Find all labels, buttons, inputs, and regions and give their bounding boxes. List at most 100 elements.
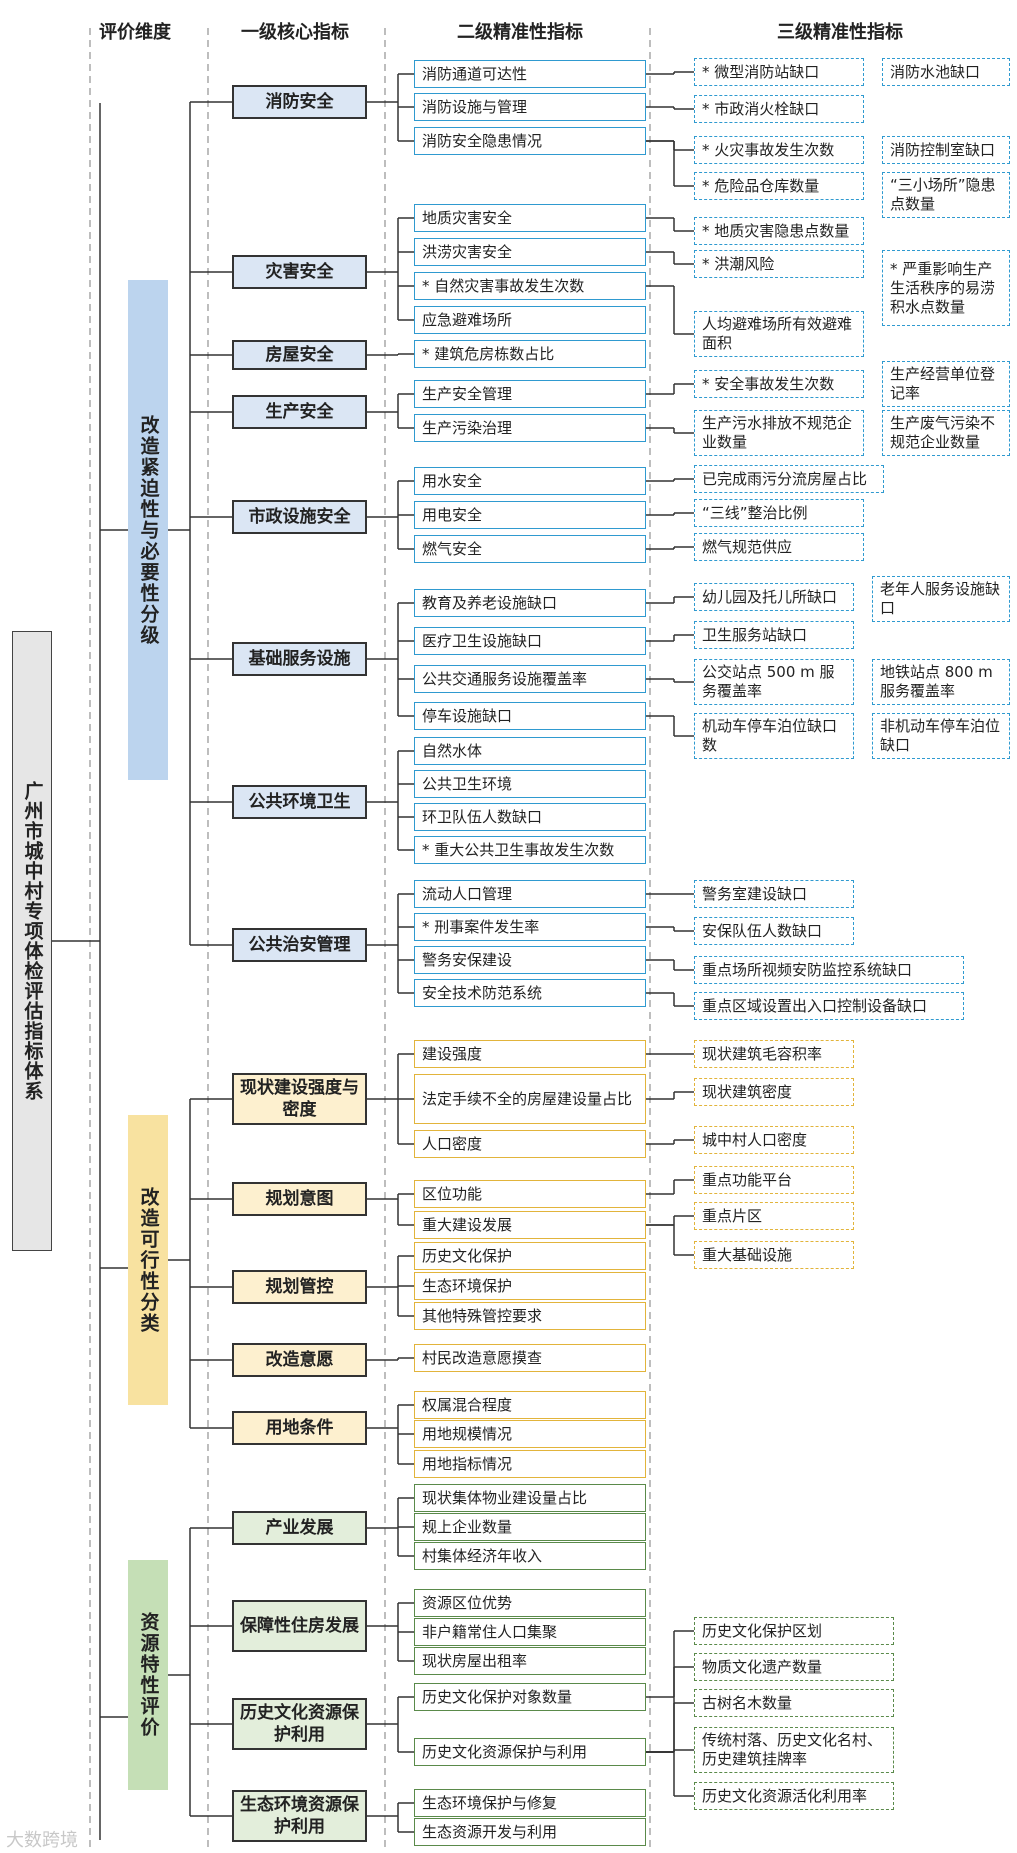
level1-node: 灾害安全 (232, 255, 367, 289)
level2-node: * 自然灾害事故发生次数 (414, 272, 646, 300)
level3-node: 现状建筑密度 (694, 1078, 854, 1106)
level3-node: 老年人服务设施缺口 (872, 576, 1010, 622)
level3-node: 生产污水排放不规范企业数量 (694, 410, 864, 456)
dimension-label-2: 资源特性评价 (128, 1560, 168, 1790)
level3-node: 人均避难场所有效避难面积 (694, 311, 864, 357)
level1-node: 规划意图 (232, 1182, 367, 1216)
level2-node: 自然水体 (414, 737, 646, 765)
level2-node: 停车设施缺口 (414, 702, 646, 730)
level2-node: 公共交通服务设施覆盖率 (414, 665, 646, 693)
level1-node: 用地条件 (232, 1411, 367, 1445)
level3-node: 非机动车停车泊位缺口 (872, 713, 1010, 759)
level3-node: * 危险品仓库数量 (694, 172, 864, 200)
level2-node: 公共卫生环境 (414, 770, 646, 798)
level3-node: 重大基础设施 (694, 1241, 854, 1269)
level2-node: 规上企业数量 (414, 1513, 646, 1541)
level3-node: 城中村人口密度 (694, 1126, 854, 1154)
level2-node: 警务安保建设 (414, 946, 646, 974)
level3-node: 安保队伍人数缺口 (694, 917, 854, 945)
level3-node: * 严重影响生产生活秩序的易涝积水点数量 (882, 250, 1010, 326)
level1-node: 消防安全 (232, 85, 367, 119)
level3-node: “三线”整治比例 (694, 499, 864, 527)
level3-node: 历史文化保护区划 (694, 1617, 894, 1645)
level2-node: 区位功能 (414, 1180, 646, 1208)
level1-node: 产业发展 (232, 1511, 367, 1545)
level2-node: 法定手续不全的房屋建设量占比 (414, 1074, 646, 1124)
level2-node: 流动人口管理 (414, 880, 646, 908)
level3-node: 现状建筑毛容积率 (694, 1040, 854, 1068)
level2-node: 村民改造意愿摸查 (414, 1344, 646, 1372)
level3-node: 历史文化资源活化利用率 (694, 1782, 894, 1810)
level3-node: 卫生服务站缺口 (694, 621, 854, 649)
header-level1: 一级核心指标 (241, 22, 349, 43)
level2-node: 建设强度 (414, 1040, 646, 1068)
level1-node: 改造意愿 (232, 1343, 367, 1377)
diagram-title: 广州市城中村专项体检评估指标体系 (12, 631, 52, 1251)
level3-node: * 安全事故发生次数 (694, 370, 864, 398)
level2-node: 安全技术防范系统 (414, 979, 646, 1007)
level3-node: 重点区域设置出入口控制设备缺口 (694, 992, 964, 1020)
level1-node: 房屋安全 (232, 340, 367, 370)
level3-node: * 火灾事故发生次数 (694, 136, 864, 164)
level2-node: 历史文化保护 (414, 1242, 646, 1270)
level3-node: 幼儿园及托儿所缺口 (694, 583, 854, 611)
header-level2: 二级精准性指标 (457, 22, 583, 43)
level3-node: 机动车停车泊位缺口数 (694, 713, 854, 759)
level2-node: 生态资源开发与利用 (414, 1818, 646, 1846)
level1-node: 基础服务设施 (232, 642, 367, 676)
level1-node: 市政设施安全 (232, 500, 367, 534)
header-level3: 三级精准性指标 (777, 22, 903, 43)
level2-node: 消防通道可达性 (414, 60, 646, 88)
level2-node: 历史文化资源保护与利用 (414, 1738, 646, 1766)
level2-node: 历史文化保护对象数量 (414, 1683, 646, 1711)
level2-node: 生态环境保护 (414, 1272, 646, 1300)
level3-node: * 洪潮风险 (694, 250, 864, 278)
header-dimension: 评价维度 (99, 22, 171, 43)
level3-node: 重点功能平台 (694, 1166, 854, 1194)
level1-node: 公共治安管理 (232, 928, 367, 962)
level2-node: 人口密度 (414, 1130, 646, 1158)
level3-node: 古树名木数量 (694, 1689, 894, 1717)
level2-node: 用水安全 (414, 467, 646, 495)
level2-node: 资源区位优势 (414, 1589, 646, 1617)
level2-node: 生产安全管理 (414, 380, 646, 408)
level3-node: 地铁站点 800 m 服务覆盖率 (872, 659, 1010, 705)
level2-node: 应急避难场所 (414, 306, 646, 334)
level2-node: 教育及养老设施缺口 (414, 589, 646, 617)
level3-node: 消防控制室缺口 (882, 136, 1010, 164)
level2-node: 燃气安全 (414, 535, 646, 563)
level1-node: 保障性住房发展 (232, 1600, 367, 1652)
level3-node: “三小场所”隐患点数量 (882, 172, 1010, 218)
level1-node: 公共环境卫生 (232, 785, 367, 819)
level2-node: 现状集体物业建设量占比 (414, 1484, 646, 1512)
level2-node: * 重大公共卫生事故发生次数 (414, 836, 646, 864)
level3-node: 警务室建设缺口 (694, 880, 854, 908)
level2-node: 村集体经济年收入 (414, 1542, 646, 1570)
level2-node: 医疗卫生设施缺口 (414, 627, 646, 655)
level2-node: 用地规模情况 (414, 1420, 646, 1448)
level2-node: 现状房屋出租率 (414, 1647, 646, 1675)
level2-node: 生态环境保护与修复 (414, 1789, 646, 1817)
level3-node: 消防水池缺口 (882, 58, 1010, 86)
level2-node: 用地指标情况 (414, 1450, 646, 1478)
level2-node: 用电安全 (414, 501, 646, 529)
level1-node: 规划管控 (232, 1270, 367, 1304)
level2-node: * 建筑危房栋数占比 (414, 340, 646, 368)
level2-node: 消防设施与管理 (414, 93, 646, 121)
level2-node: 消防安全隐患情况 (414, 127, 646, 155)
level3-node: 生产废气污染不规范企业数量 (882, 410, 1010, 456)
level3-node: 生产经营单位登记率 (882, 361, 1010, 407)
level1-node: 生态环境资源保护利用 (232, 1790, 367, 1842)
level3-node: 已完成雨污分流房屋占比 (694, 465, 884, 493)
level2-node: 其他特殊管控要求 (414, 1302, 646, 1330)
level3-node: 重点场所视频安防监控系统缺口 (694, 956, 964, 984)
level3-node: 物质文化遗产数量 (694, 1653, 894, 1681)
level2-node: 非户籍常住人口集聚 (414, 1618, 646, 1646)
level3-node: 重点片区 (694, 1202, 854, 1230)
level1-node: 现状建设强度与密度 (232, 1073, 367, 1125)
dimension-label-0: 改造紧迫性与必要性分级 (128, 280, 168, 780)
level2-node: 重大建设发展 (414, 1211, 646, 1239)
level1-node: 历史文化资源保护利用 (232, 1698, 367, 1750)
